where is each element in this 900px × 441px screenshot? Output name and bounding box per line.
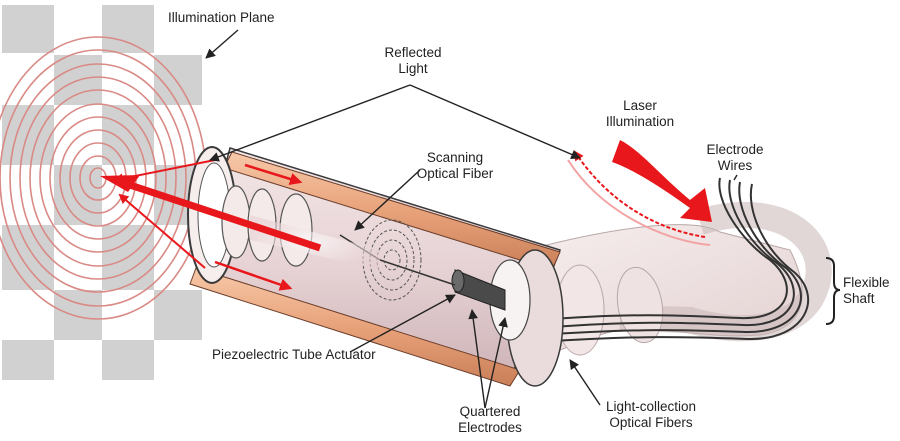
quartered-electrodes-line-1: Quartered <box>459 404 521 419</box>
reflected-light-arrows <box>100 159 322 291</box>
piezo-tube <box>451 269 465 293</box>
electrode-wires <box>539 177 810 343</box>
flexible-shaft-line-1: Flexible <box>843 275 890 290</box>
scanning-fiber-line-1: Scanning <box>426 150 484 165</box>
illumination-plane-label: Illumination Plane <box>168 10 275 25</box>
shaft-bracket <box>825 257 841 325</box>
quartered-electrodes-label: Quartered Electrodes <box>440 404 540 436</box>
endoscope-body <box>187 146 564 387</box>
quartered-electrodes-line-2: Electrodes <box>458 420 522 435</box>
reflected-light-line-1: Reflected <box>384 45 442 60</box>
light-collection-line-1: Light-collection <box>605 399 697 414</box>
electrode-wires-line-1: Electrode <box>706 142 764 157</box>
laser-illumination-line-2: Illumination <box>605 114 675 129</box>
scanning-fiber-label: Scanning Optical Fiber <box>400 150 510 182</box>
light-collection-line-2: Optical Fibers <box>609 415 693 430</box>
leader-lines <box>205 29 738 409</box>
scanning-fiber-line-2: Optical Fiber <box>416 166 494 181</box>
reflected-light-line-2: Light <box>398 61 428 76</box>
laser-illumination-line-1: Laser <box>623 98 657 113</box>
light-collection-fibers-label: Light-collection Optical Fibers <box>586 399 716 431</box>
illumination-plane <box>0 5 207 380</box>
checker-squares <box>2 5 202 380</box>
laser-illumination-arrow <box>567 140 712 246</box>
laser-illumination-label: Laser Illumination <box>590 98 690 130</box>
reflected-light-label: Reflected Light <box>378 45 448 77</box>
electrode-wires-line-2: Wires <box>717 158 753 173</box>
flexible-shaft-label: Flexible Shaft <box>843 275 890 307</box>
piezo-actuator-label: Piezoelectric Tube Actuator <box>212 347 376 362</box>
flexible-shaft-line-2: Shaft <box>843 291 875 306</box>
electrode-wires-label: Electrode Wires <box>695 142 775 174</box>
